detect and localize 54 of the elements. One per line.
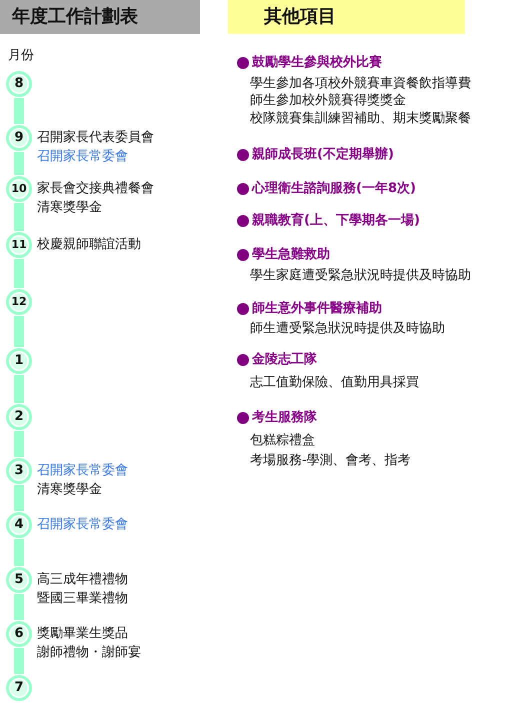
timeline-segment: [14, 539, 24, 566]
activity-text: 召開家長常委會: [37, 149, 128, 165]
activity-text: 暨國三畢業禮物: [37, 591, 128, 607]
activity-text: 校慶親師聯誼活動: [37, 237, 141, 253]
item-heading: 心理衛生諮詢服務(一年8次): [252, 181, 416, 197]
item-description: 校隊競賽集訓練習補助、期末獎勵聚餐: [250, 111, 471, 127]
item-heading: 學生急難救助: [252, 247, 330, 263]
month-circle: 5: [6, 567, 32, 593]
timeline-segment: [14, 648, 24, 674]
item-heading: 師生意外事件醫療補助: [252, 301, 382, 317]
month-circle: 11: [6, 232, 32, 258]
item-heading: 金陵志工隊: [252, 352, 317, 368]
timeline-segment: [14, 98, 24, 124]
month-circle: 10: [6, 176, 32, 202]
activity-text: 家長會交接典禮餐會: [37, 181, 154, 197]
activity-text: 召開家長代表委員會: [37, 130, 154, 146]
title-bar: 年度工作計劃表: [0, 0, 200, 34]
month-circle: 3: [6, 458, 32, 484]
month-circle: 6: [6, 621, 32, 647]
timeline-segment: [14, 316, 24, 347]
month-circle: 4: [6, 512, 32, 538]
month-circle: 7: [6, 675, 32, 701]
activity-text: 高三成年禮禮物: [37, 572, 128, 588]
timeline-segment: [14, 259, 24, 288]
item-heading: 親職教育(上、下學期各一場): [252, 213, 420, 229]
month-circle: 9: [6, 125, 32, 151]
activity-text: 清寒獎學金: [37, 200, 102, 216]
item-heading: 親師成長班(不定期舉辦): [252, 147, 394, 163]
item-description: 師生參加校外競賽得獎獎金: [250, 93, 406, 109]
timeline-segment: [14, 485, 24, 511]
heading-bar: 其他項目: [228, 0, 465, 34]
month-heading: 月份: [8, 48, 34, 64]
item-description: 學生參加各項校外競賽車資餐飲指導費: [250, 76, 471, 92]
item-description: 學生家庭遭受緊急狀況時提供及時協助: [250, 268, 471, 284]
month-circle: 8: [6, 71, 32, 97]
month-circle: 12: [6, 289, 32, 315]
month-circle: 2: [6, 404, 32, 430]
activity-text: 召開家長常委會: [37, 463, 128, 479]
month-circle: 1: [6, 348, 32, 374]
timeline-segment: [14, 375, 24, 403]
activity-text: 謝師禮物・謝師宴: [37, 645, 141, 661]
item-heading: 考生服務隊: [252, 410, 317, 426]
item-description: 包糕粽禮盒: [250, 433, 315, 449]
item-description: 考場服務-學測、會考、指考: [250, 453, 411, 469]
timeline-segment: [14, 594, 24, 620]
timeline-segment: [14, 152, 24, 175]
item-heading: 鼓勵學生參與校外比賽: [252, 55, 382, 71]
item-description: 志工值勤保險、值勤用具採買: [250, 375, 419, 391]
timeline-segment: [14, 203, 24, 231]
activity-text: 獎勵畢業生獎品: [37, 626, 128, 642]
timeline-segment: [14, 431, 24, 457]
item-description: 師生遭受緊急狀況時提供及時協助: [250, 321, 445, 337]
activity-text: 召開家長常委會: [37, 517, 128, 533]
activity-text: 清寒獎學金: [37, 482, 102, 498]
